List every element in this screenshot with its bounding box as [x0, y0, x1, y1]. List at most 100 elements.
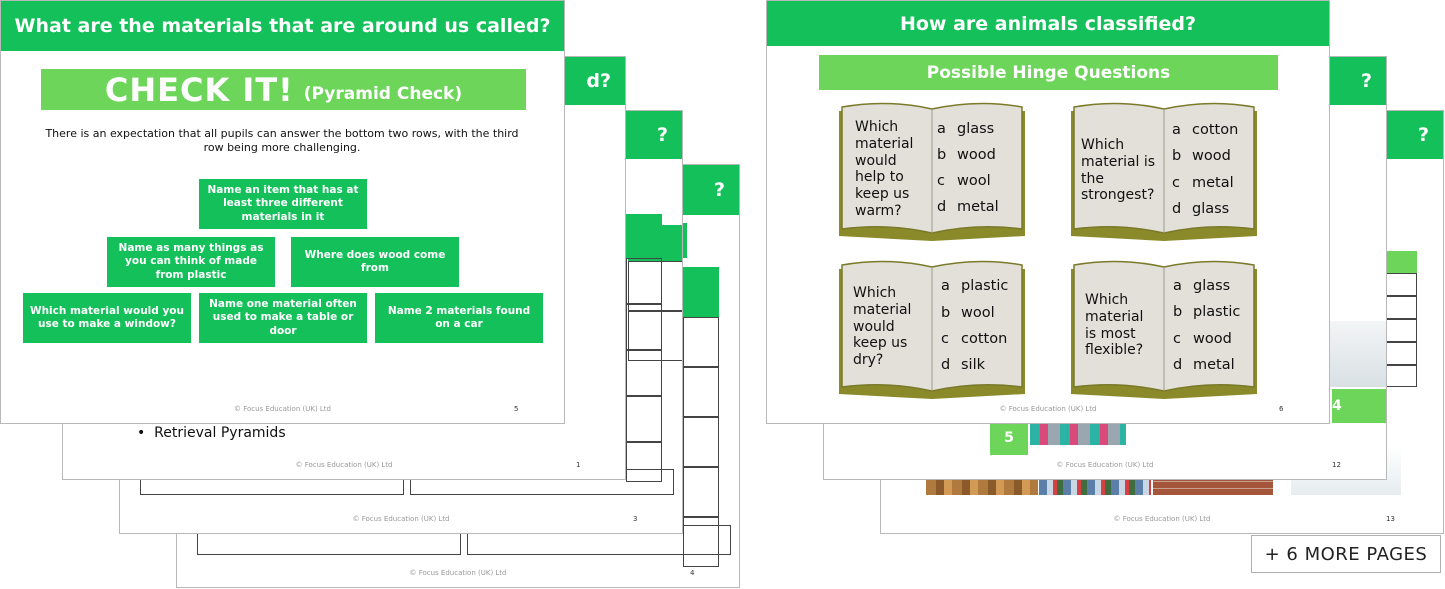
table-cell — [626, 258, 662, 304]
option-letter: a — [941, 278, 950, 294]
option-letter: a — [1173, 278, 1182, 294]
table-cell — [683, 467, 719, 517]
slide-page-5[interactable]: What are the materials that are around u… — [0, 0, 565, 424]
check-it-title: CHECK IT! — [104, 70, 294, 109]
header-text: ? — [656, 124, 668, 146]
option-text: glass — [1193, 278, 1231, 294]
table-cell — [1386, 319, 1417, 342]
slide-title: What are the materials that are around u… — [1, 1, 564, 51]
pyramid-top: Name an item that has at least three dif… — [199, 179, 367, 229]
option-letter: d — [1173, 357, 1183, 373]
table-cell — [1386, 296, 1417, 319]
table-cell — [1386, 365, 1417, 387]
option-letter: b — [941, 305, 951, 321]
question-book: Which material would help to keep us war… — [837, 101, 1027, 244]
open-book-icon — [839, 102, 1025, 241]
table-header-cell — [1386, 251, 1417, 273]
option-text: metal — [1193, 357, 1235, 373]
table-header-cell — [626, 214, 662, 258]
option-text: silk — [961, 357, 986, 373]
option-text: wool — [961, 305, 995, 321]
pyramid-mid-left: Name as many things as you can think of … — [107, 237, 275, 287]
option-text: plastic — [961, 278, 1009, 294]
table-cell — [683, 367, 719, 417]
open-book-icon — [1071, 260, 1257, 399]
slide-page-6[interactable]: How are animals classified? Possible Hin… — [766, 0, 1330, 424]
option-text: cotton — [1192, 122, 1239, 138]
option-letter: b — [937, 147, 947, 163]
option-letter: a — [937, 121, 946, 137]
footer: © Focus Education (UK) Ltd — [999, 405, 1097, 413]
option-text: glass — [1192, 201, 1230, 217]
option-letter: b — [1172, 148, 1182, 164]
bullet-item: • Retrieval Pyramids — [137, 425, 286, 441]
table-cell — [628, 261, 682, 311]
more-pages-label: + 6 MORE PAGES — [1251, 535, 1441, 573]
table-header-cell — [683, 223, 687, 258]
pyramid-mid-right: Where does wood come from — [291, 237, 459, 287]
option-letter: d — [1172, 201, 1182, 217]
number-badge: 5 — [990, 421, 1028, 455]
table-cell — [1386, 273, 1417, 296]
glassware-image — [1329, 321, 1386, 387]
table-cell — [628, 311, 682, 361]
option-text: plastic — [1193, 304, 1241, 320]
table-cell — [626, 396, 662, 442]
footer: © Focus Education (UK) Ltd — [1056, 461, 1154, 469]
table-cell — [626, 304, 662, 350]
check-it-banner: CHECK IT! (Pyramid Check) — [41, 69, 526, 110]
page-number: 3 — [633, 515, 638, 523]
footer: © Focus Education (UK) Ltd — [1113, 515, 1211, 523]
number-badge: 4 — [1332, 389, 1386, 423]
table-cell — [683, 417, 719, 467]
footer: © Focus Education (UK) Ltd — [233, 405, 331, 413]
materials-image — [1030, 423, 1126, 445]
option-text: metal — [1192, 175, 1234, 191]
footer: © Focus Education (UK) Ltd — [352, 515, 450, 523]
book-option: a plastic — [941, 278, 1008, 294]
table-cell — [1386, 342, 1417, 365]
option-letter: d — [937, 199, 947, 215]
book-question: Which material would help to keep us war… — [855, 119, 914, 219]
page-number: 1 — [576, 461, 581, 469]
option-letter: c — [1173, 331, 1181, 347]
open-book-icon — [1071, 102, 1257, 241]
header-text: ? — [1360, 70, 1372, 92]
page-number: 6 — [1279, 405, 1284, 413]
option-text: glass — [957, 121, 995, 137]
option-text: wood — [957, 147, 996, 163]
header-text: d? — [586, 70, 611, 92]
option-letter: c — [937, 173, 945, 189]
table-cell — [683, 517, 719, 567]
pyramid-bottom-right: Name 2 materials found on a car — [375, 293, 543, 343]
bullet-text: Retrieval Pyramids — [154, 425, 286, 441]
page-number: 4 — [690, 569, 695, 577]
intro-text: There is an expectation that all pupils … — [45, 127, 519, 155]
option-letter: c — [1172, 175, 1180, 191]
open-book-icon — [839, 260, 1025, 399]
option-text: wood — [1192, 148, 1231, 164]
pyramid-bottom-middle: Name one material often used to make a t… — [199, 293, 367, 343]
option-text: wool — [957, 173, 991, 189]
check-it-subtitle: (Pyramid Check) — [303, 83, 463, 104]
page-number: 5 — [514, 405, 519, 413]
option-letter: c — [941, 331, 949, 347]
table-cell — [626, 350, 662, 396]
option-text: wood — [1193, 331, 1232, 347]
table-cell — [683, 317, 719, 367]
